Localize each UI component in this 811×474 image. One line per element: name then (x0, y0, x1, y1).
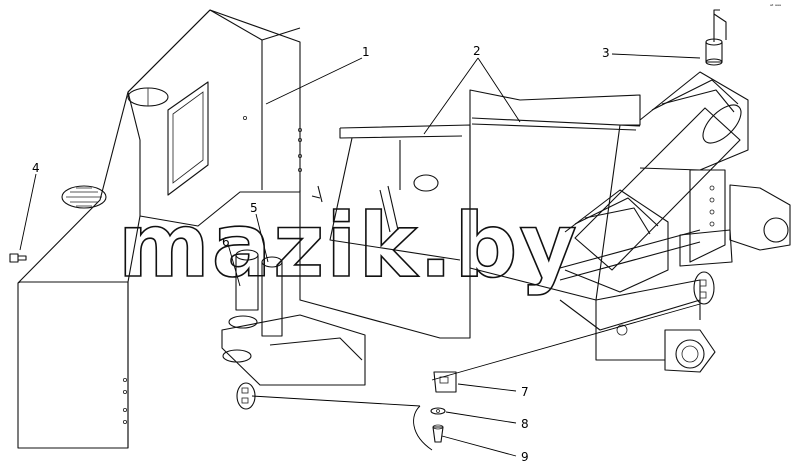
mounting-plate-left (299, 124, 471, 339)
leader-lines (19, 53, 701, 457)
callout-2: 2 (473, 44, 481, 58)
callout-5: 5 (250, 201, 258, 215)
fastener-parts (430, 371, 457, 443)
callout-7: 7 (521, 385, 529, 399)
hitch-tube (564, 71, 749, 293)
corner-mark: ᵃᵗ ᵃᵃᵃ (770, 4, 781, 10)
callout-8: 8 (521, 417, 529, 431)
callout-4: 4 (32, 161, 40, 175)
front-bumper-beam (17, 9, 302, 449)
lower-bracket-assembly (221, 249, 715, 410)
callout-6: 6 (222, 235, 230, 249)
callout-9: 9 (521, 450, 529, 464)
callout-1: 1 (362, 45, 370, 59)
watermark-text: mazik.by (118, 194, 579, 297)
hitch-pin (705, 9, 727, 66)
small-bolt (9, 253, 27, 263)
hitch-frame-right (469, 89, 791, 373)
callout-labels: 1 2 3 4 5 6 7 8 9 (32, 44, 610, 464)
callout-3: 3 (602, 46, 610, 60)
